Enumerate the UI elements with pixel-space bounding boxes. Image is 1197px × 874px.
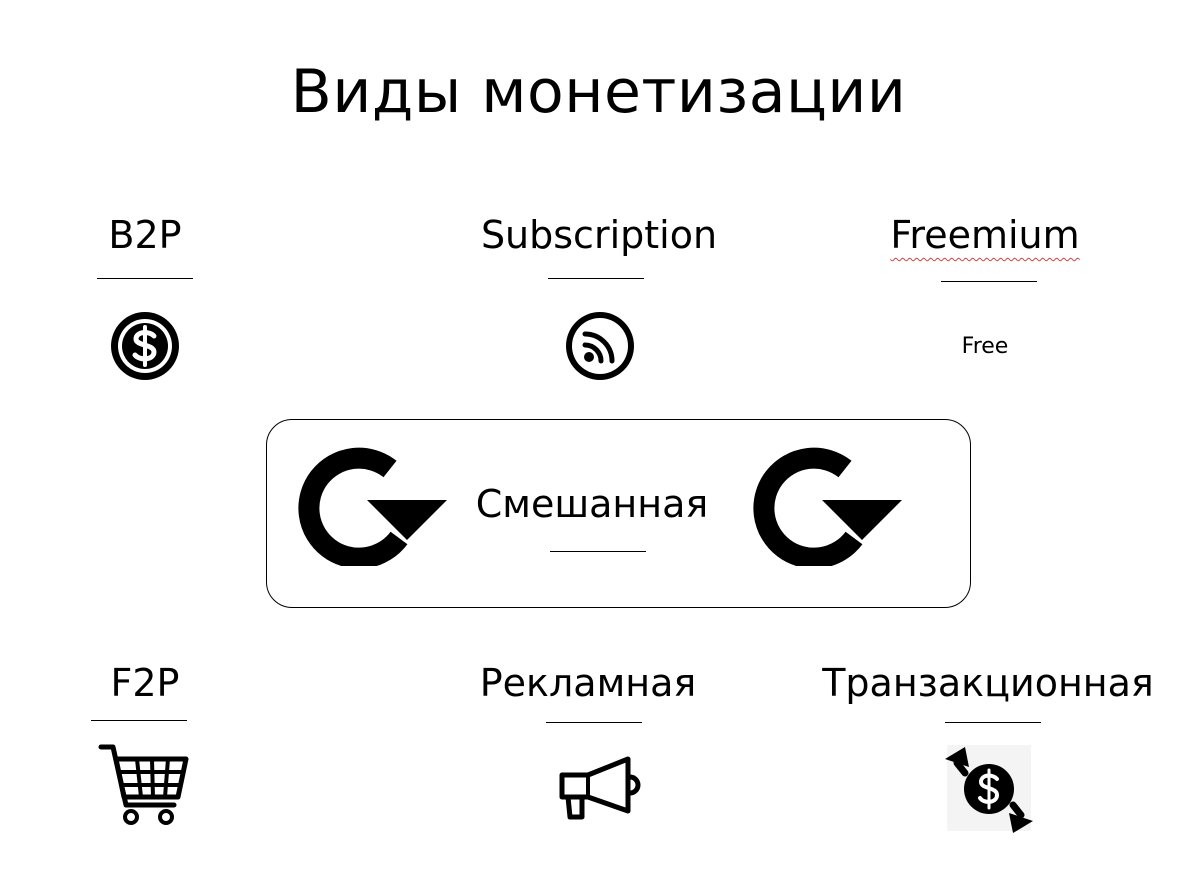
slide-title: Виды монетизации [290,57,907,127]
freemium-divider [941,281,1037,282]
b2p-divider [97,278,193,279]
transactional-label: Транзакционная [822,661,1154,705]
f2p-divider [91,720,187,721]
rotate-arrow-icon [752,442,904,566]
advertising-divider [546,722,642,723]
freemium-label-text: Freemium [890,213,1080,257]
subscription-divider [548,278,644,279]
megaphone-icon [556,755,642,821]
rss-feed-icon [565,311,635,381]
freemium-label: Freemium [835,212,1135,258]
mixed-model-box [266,419,971,608]
money-exchange-icon [943,743,1035,835]
dollar-coin-icon [110,311,180,381]
subscription-label: Subscription [480,213,718,257]
free-caption: Free [961,334,1009,359]
shopping-cart-icon [98,743,190,827]
mixed-label: Смешанная [475,482,709,526]
mixed-divider [550,551,646,552]
b2p-label: B2P [108,213,182,257]
rotate-arrow-icon [297,442,449,566]
transactional-divider [945,722,1041,723]
f2p-label: F2P [110,661,180,705]
advertising-label: Рекламная [479,661,697,705]
